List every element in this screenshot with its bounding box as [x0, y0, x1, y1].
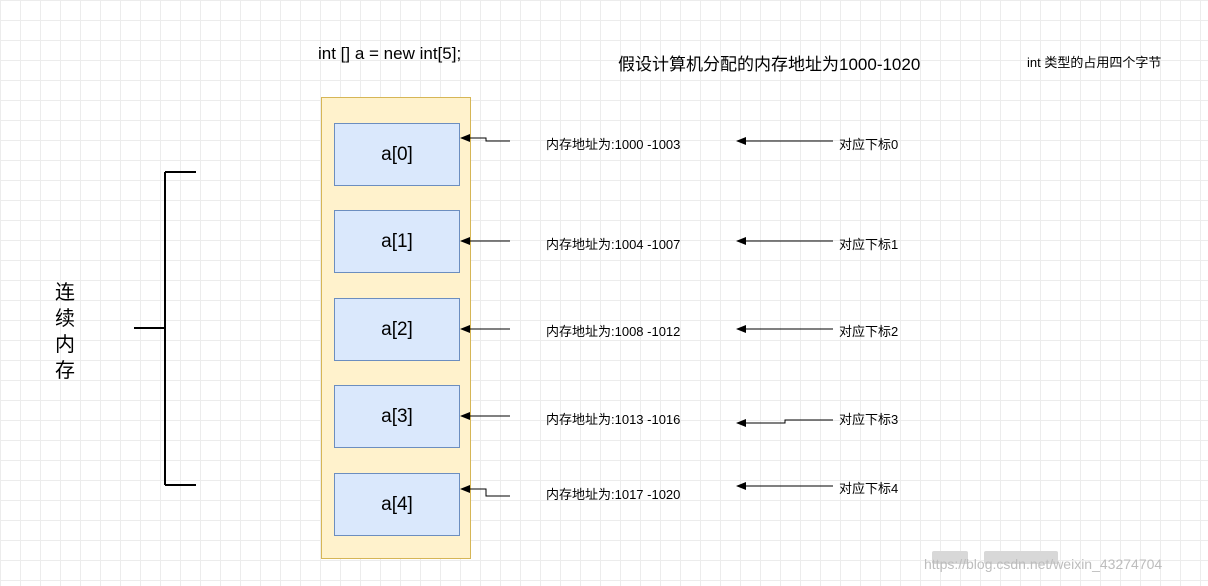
index-label-1: 对应下标1 [839, 237, 899, 252]
array-cell-3: a[3] [334, 385, 460, 448]
cell-label: a[2] [381, 318, 413, 340]
index-label-0: 对应下标0 [839, 137, 899, 152]
array-cell-1: a[1] [334, 210, 460, 273]
array-cell-0: a[0] [334, 123, 460, 186]
code-declaration: int [] a = new int[5]; [318, 44, 462, 63]
index-arrow-3 [736, 419, 833, 427]
address-label-2: 内存地址为:1008 -1012 [546, 324, 681, 339]
int-size-note: int 类型的占用四个字节 [1027, 55, 1162, 70]
address-arrow-4 [460, 485, 510, 497]
cell-label: a[4] [381, 493, 413, 515]
address-label-3: 内存地址为:1013 -1016 [546, 412, 681, 427]
side-label-char: 续 [55, 308, 75, 330]
address-label-0: 内存地址为:1000 -1003 [546, 137, 681, 152]
cell-label: a[1] [381, 230, 413, 252]
index-label-2: 对应下标2 [839, 324, 899, 339]
address-label-1: 内存地址为:1004 -1007 [546, 237, 681, 252]
array-cell-2: a[2] [334, 298, 460, 361]
memory-bracket [134, 171, 196, 486]
address-label-4: 内存地址为:1017 -1020 [546, 487, 681, 502]
index-label-3: 对应下标3 [839, 412, 899, 427]
cell-label: a[3] [381, 405, 413, 427]
watermark-blur [932, 551, 968, 564]
address-arrow-0 [460, 134, 510, 142]
contiguous-memory-label: 连 续 内 存 [52, 280, 78, 384]
side-label-char: 内 [55, 334, 75, 356]
side-label-char: 连 [55, 282, 75, 304]
index-label-4: 对应下标4 [839, 481, 899, 496]
diagram-title: 假设计算机分配的内存地址为1000-1020 [618, 55, 921, 74]
watermark-blur [984, 551, 1058, 564]
array-cell-4: a[4] [334, 473, 460, 536]
side-label-char: 存 [55, 360, 75, 382]
watermark-text: https://blog.csdn.net/weixin_43274704 [924, 556, 1163, 572]
cell-label: a[0] [381, 143, 413, 165]
